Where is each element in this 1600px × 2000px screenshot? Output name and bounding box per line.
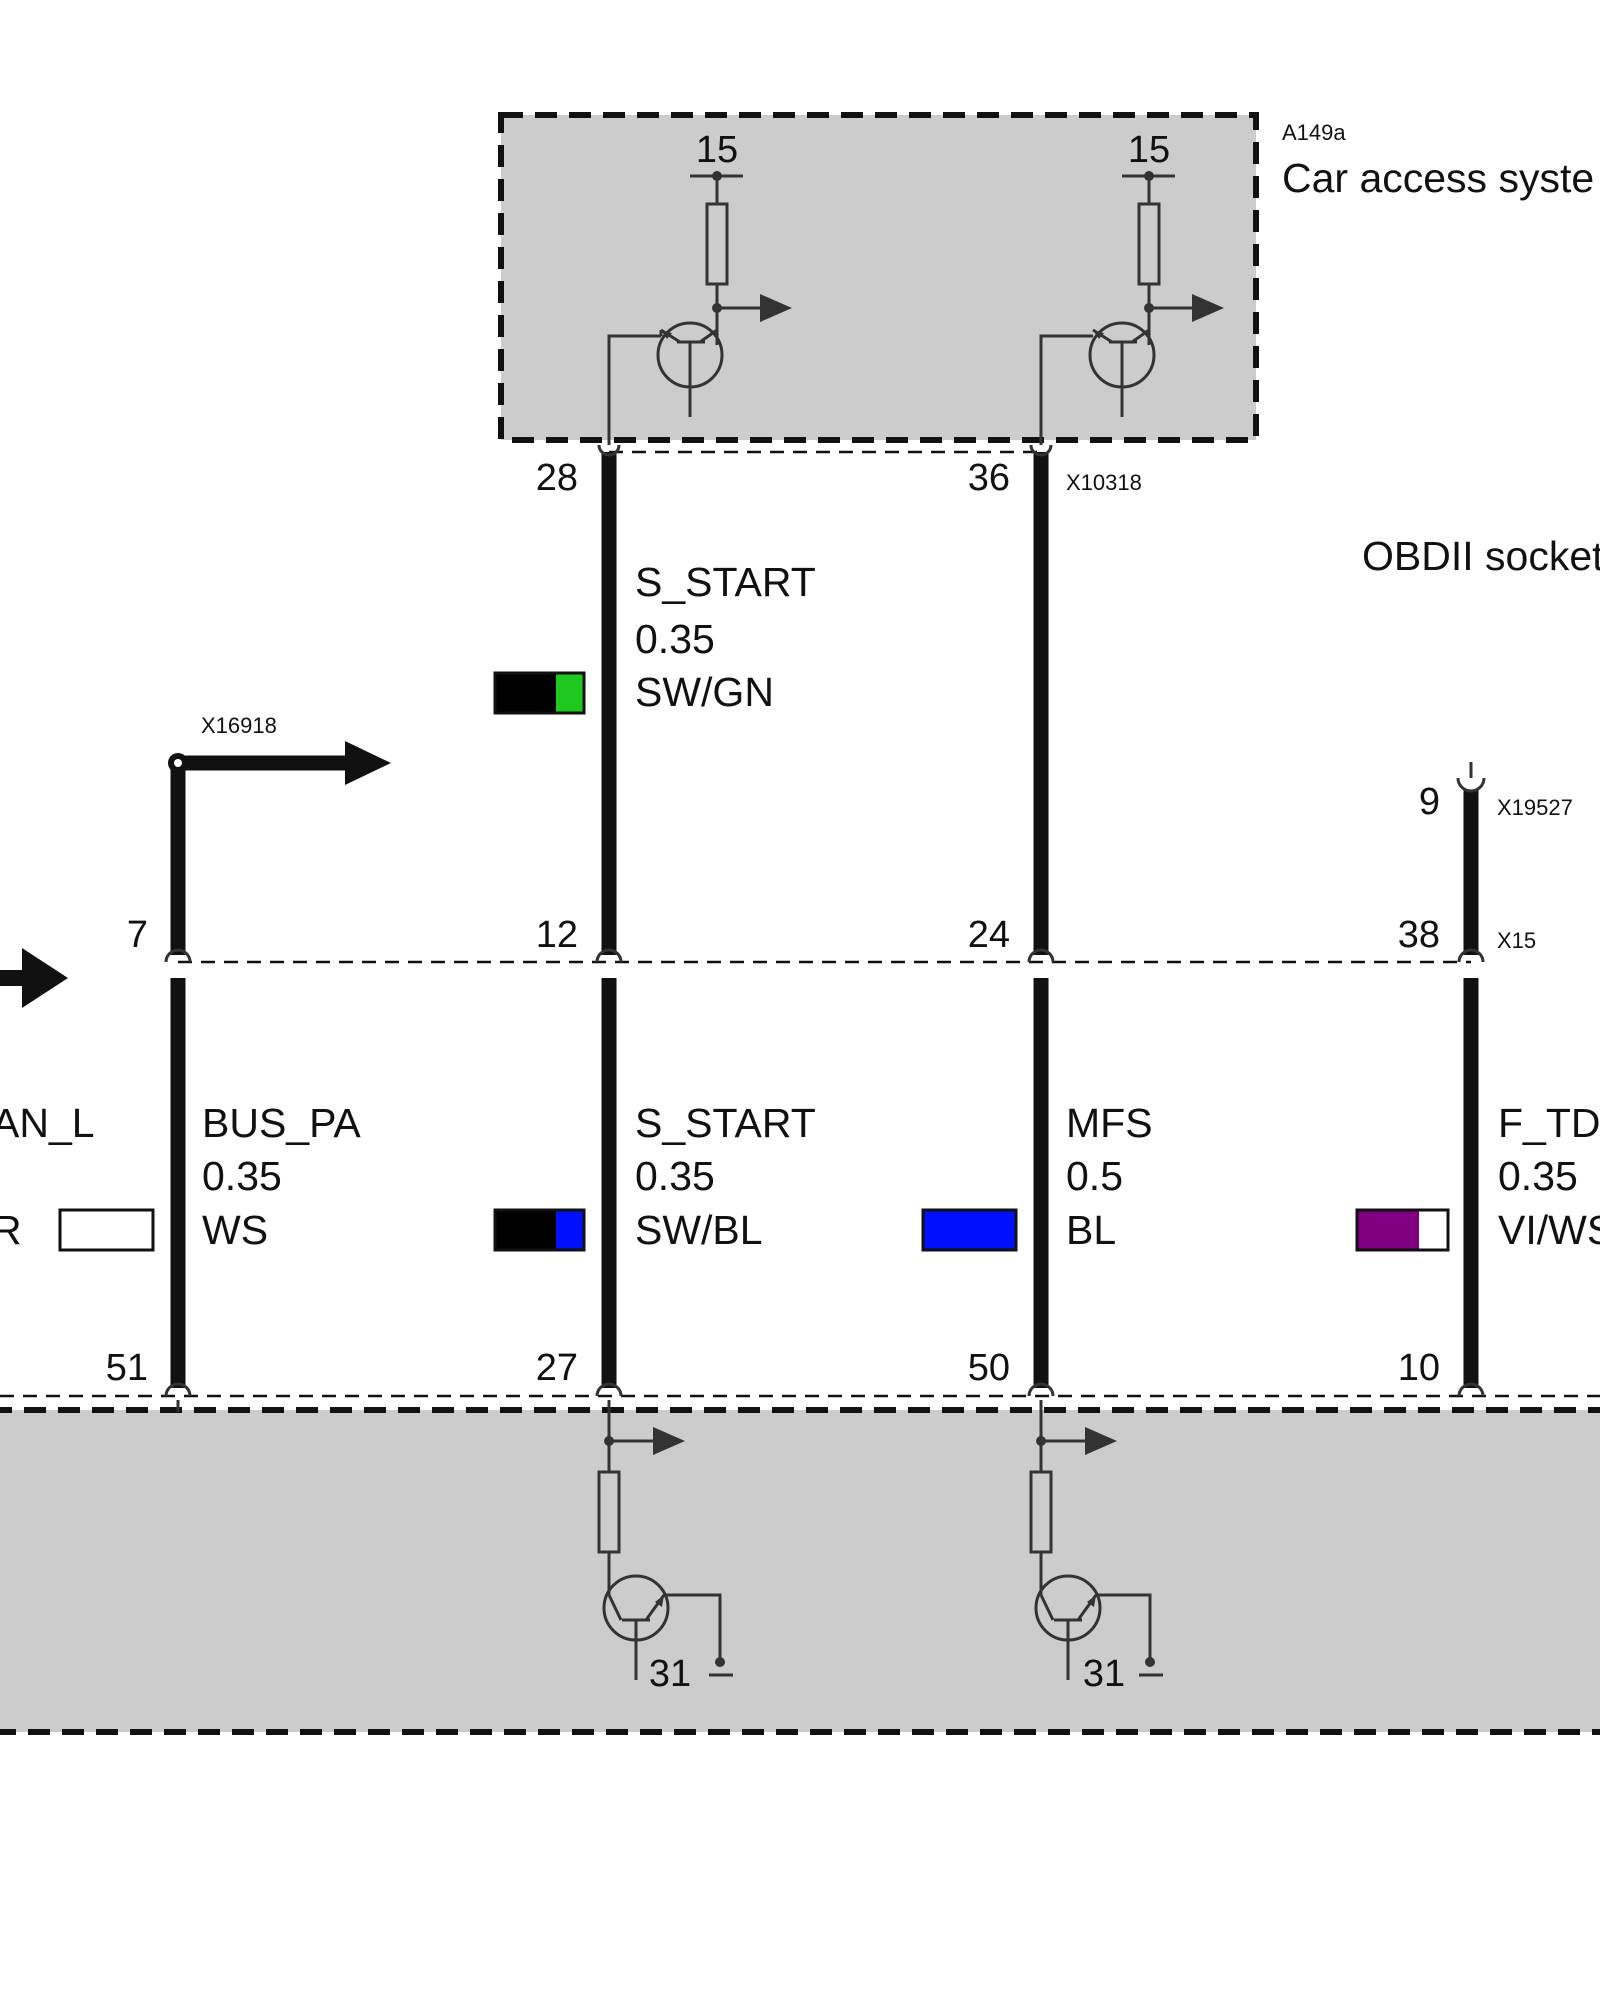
wire-obd-x19527 (1456, 762, 1486, 955)
wire-label-f-td-name: F_TD (1498, 1100, 1600, 1146)
ground-label-left: 31 (649, 1653, 691, 1695)
supply-node-left (712, 171, 722, 181)
bottom-module: 31 31 (0, 1400, 1600, 1735)
transistor-icon (602, 1574, 670, 1680)
top-driver-circuit-right (1039, 171, 1224, 445)
color-swatch-sw-gn (493, 671, 586, 715)
module-id-label: A149a (1282, 120, 1346, 145)
bottom-module-box (0, 1407, 1600, 1735)
transistor-icon (1034, 1574, 1102, 1680)
wire-label-bus-pa-name: BUS_PA (202, 1100, 361, 1146)
wire-label-can-l-name: AN_L (0, 1100, 95, 1146)
transistor-icon (656, 321, 724, 417)
pin-50: 50 (968, 1347, 1010, 1389)
pin-28: 28 (536, 457, 578, 499)
connector-label-x15: X15 (1497, 928, 1536, 953)
bottom-driver-circuit-right: 31 (1029, 1400, 1163, 1695)
color-swatch-sw-bl (493, 1208, 586, 1252)
transistor-icon (1088, 321, 1156, 417)
pin-10: 10 (1398, 1347, 1440, 1389)
wire-label-mfs-color: BL (1066, 1207, 1116, 1253)
wire-label-bus-pa-size: 0.35 (202, 1153, 282, 1199)
wire-label-upper-color: SW/GN (635, 669, 774, 715)
car-access-system-module: 15 15 A149a Car access syste (498, 112, 1594, 445)
pin-27: 27 (536, 1347, 578, 1389)
connector-cup-icon (1029, 444, 1053, 457)
connector-label-x10318: X10318 (1066, 470, 1142, 495)
wire-label-upper-size: 0.35 (635, 616, 715, 662)
ground-icon (1145, 1657, 1155, 1667)
bottom-connector-cups (164, 1382, 1485, 1397)
module-name-label: Car access syste (1282, 155, 1594, 201)
wire-label-lower-name: S_START (635, 1100, 816, 1146)
supply-node-right (1144, 171, 1154, 181)
color-swatch-vi-ws (1355, 1208, 1450, 1252)
wire-branch-x16918 (168, 741, 391, 955)
wire-label-lower-color: SW/BL (635, 1207, 763, 1253)
pin-12: 12 (536, 914, 578, 956)
top-module-box (498, 112, 1259, 443)
supply-label-right: 15 (1128, 129, 1170, 171)
pin-24: 24 (968, 914, 1010, 956)
wire-label-lower-size: 0.35 (635, 1153, 715, 1199)
wire-label-mfs-name: MFS (1066, 1100, 1153, 1146)
bottom-driver-circuit-left: 31 (176, 1400, 733, 1695)
color-swatch-bl (921, 1208, 1018, 1252)
supply-label-left: 15 (696, 129, 738, 171)
top-driver-circuit-left (607, 171, 792, 445)
wire-label-f-td-size: 0.35 (1498, 1153, 1578, 1199)
connector-label-x16918: X16918 (201, 713, 277, 738)
connector-cup-icon (597, 444, 621, 457)
pin-7: 7 (127, 914, 148, 956)
wire-label-can-l-color: R (0, 1207, 22, 1253)
wire-label-mfs-size: 0.5 (1066, 1153, 1123, 1199)
ground-label-right: 31 (1083, 1653, 1125, 1695)
wire-label-upper-name: S_START (635, 559, 816, 605)
pin-9: 9 (1419, 781, 1440, 823)
left-arrow-icon (0, 948, 68, 1008)
pin-38: 38 (1398, 914, 1440, 956)
pin-36: 36 (968, 457, 1010, 499)
pin-51: 51 (106, 1347, 148, 1389)
mid-connector-cups (164, 948, 1485, 963)
ground-icon (715, 1657, 725, 1667)
wire-label-bus-pa-color: WS (202, 1207, 268, 1253)
color-swatch-ws (58, 1208, 155, 1252)
wire-label-f-td-color: VI/WS (1498, 1207, 1600, 1253)
connector-label-x19527: X19527 (1497, 795, 1573, 820)
obdii-socket-label: OBDII socket (1362, 533, 1600, 579)
